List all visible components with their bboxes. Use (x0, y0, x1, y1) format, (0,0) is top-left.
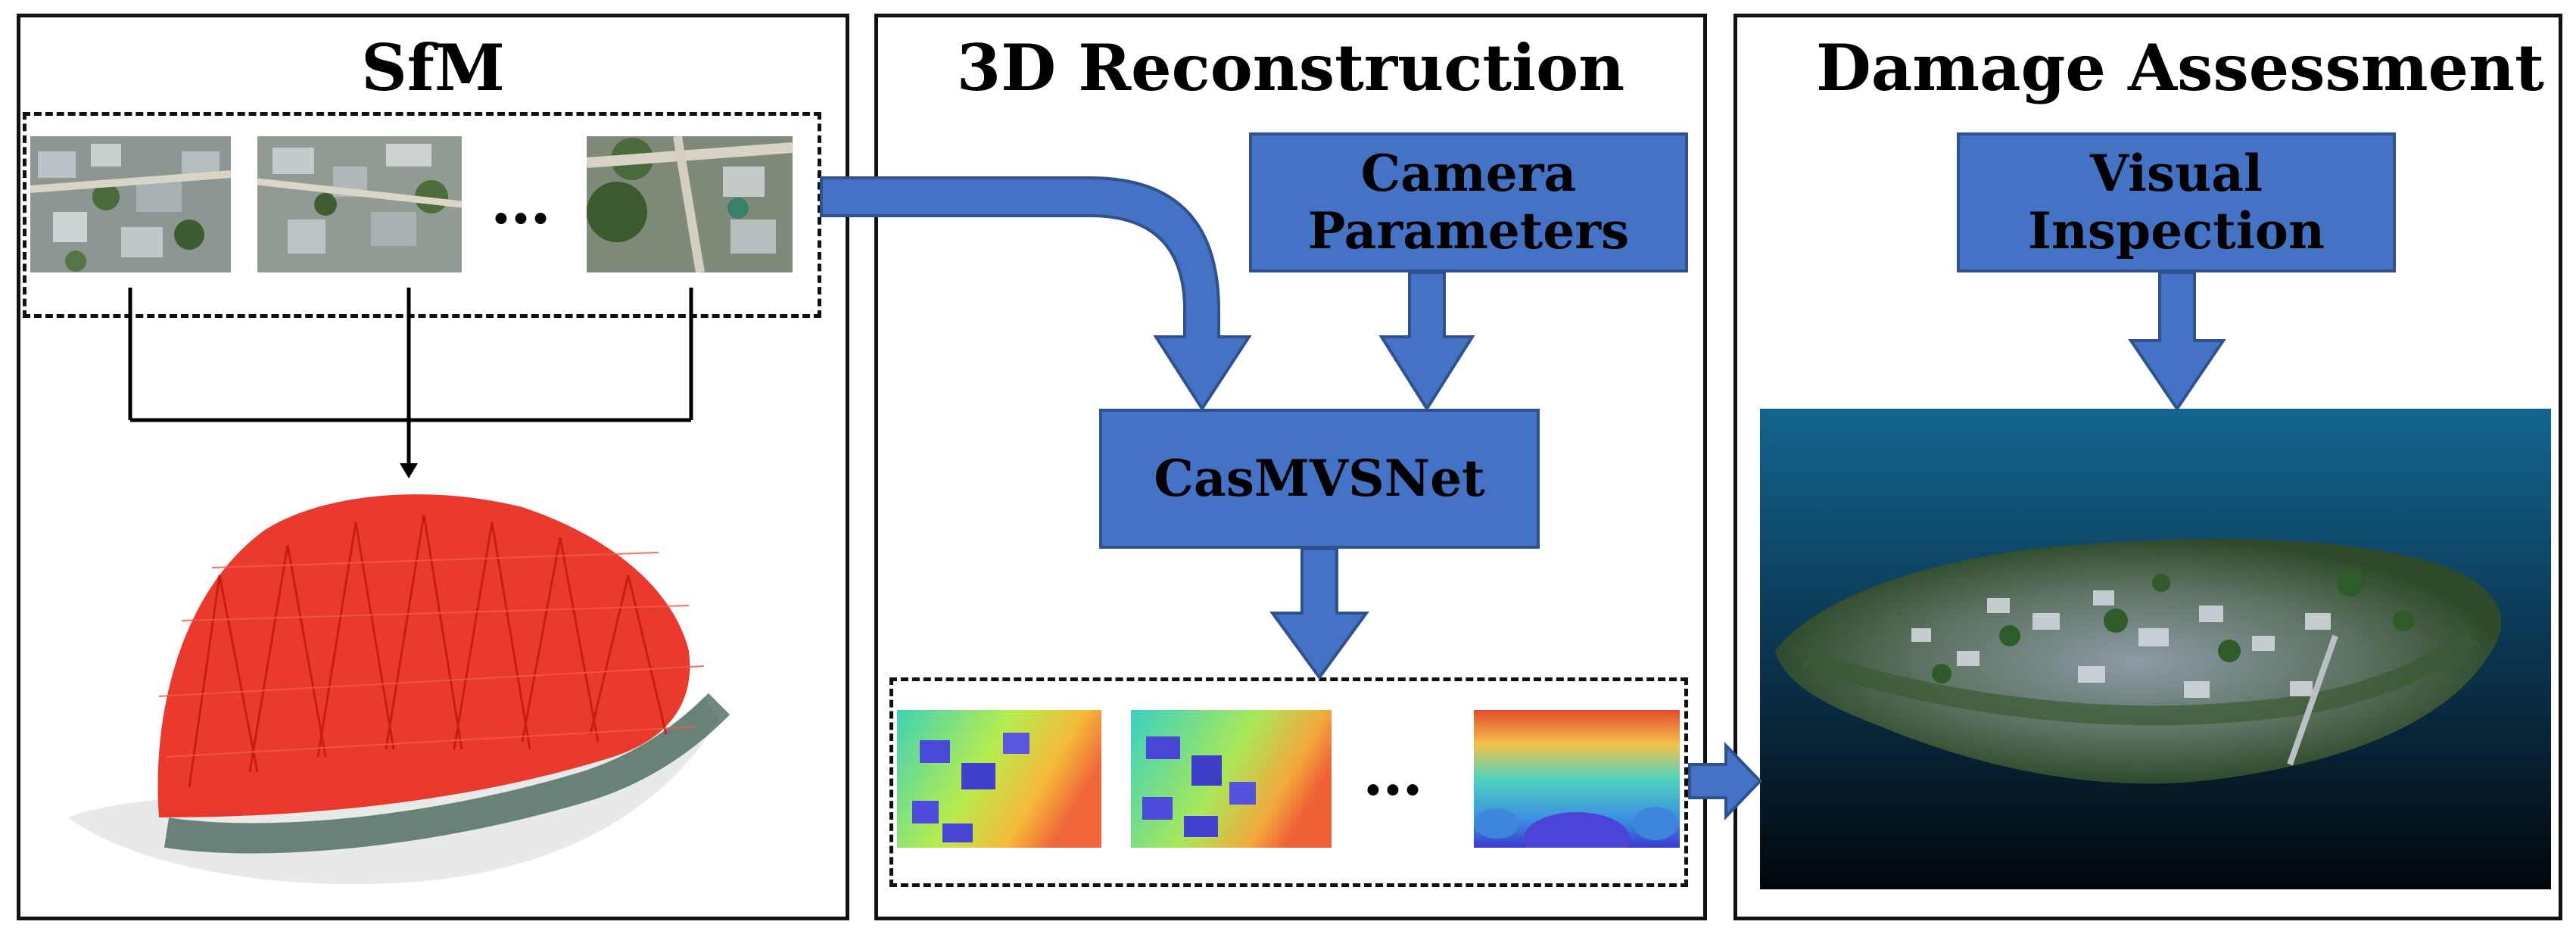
aerial-image-2 (257, 136, 462, 272)
aerial-image-n (587, 136, 793, 272)
visual-inspection-line-1: Visual (2089, 143, 2263, 203)
reconstruction-title: 3D Reconstruction (956, 30, 1625, 105)
sfm-title: SfM (361, 30, 505, 105)
aerial-image-1 (30, 136, 231, 272)
camera-parameters-line-1: Camera (1360, 143, 1577, 203)
sfm-camera-frustums (38, 469, 765, 893)
input-images-ellipsis: … (491, 167, 551, 238)
input-images-group (23, 112, 821, 318)
depth-map-2 (1131, 710, 1332, 848)
casmvsnet-label: CasMVSNet (1154, 448, 1485, 508)
depth-maps-ellipsis: … (1363, 738, 1423, 809)
camera-parameters-line-2: Parameters (1307, 201, 1630, 260)
depth-map-n (1474, 710, 1680, 848)
depth-maps-group (889, 677, 1688, 887)
depth-map-1 (897, 710, 1101, 848)
damage-assessment-title: Damage Assessment (1816, 30, 2544, 105)
visual-inspection-line-2: Inspection (2028, 201, 2325, 260)
point-cloud-render (1760, 409, 2551, 889)
visual-inspection-box: Visual Inspection (1957, 132, 2396, 272)
camera-parameters-box: Camera Parameters (1249, 132, 1688, 272)
